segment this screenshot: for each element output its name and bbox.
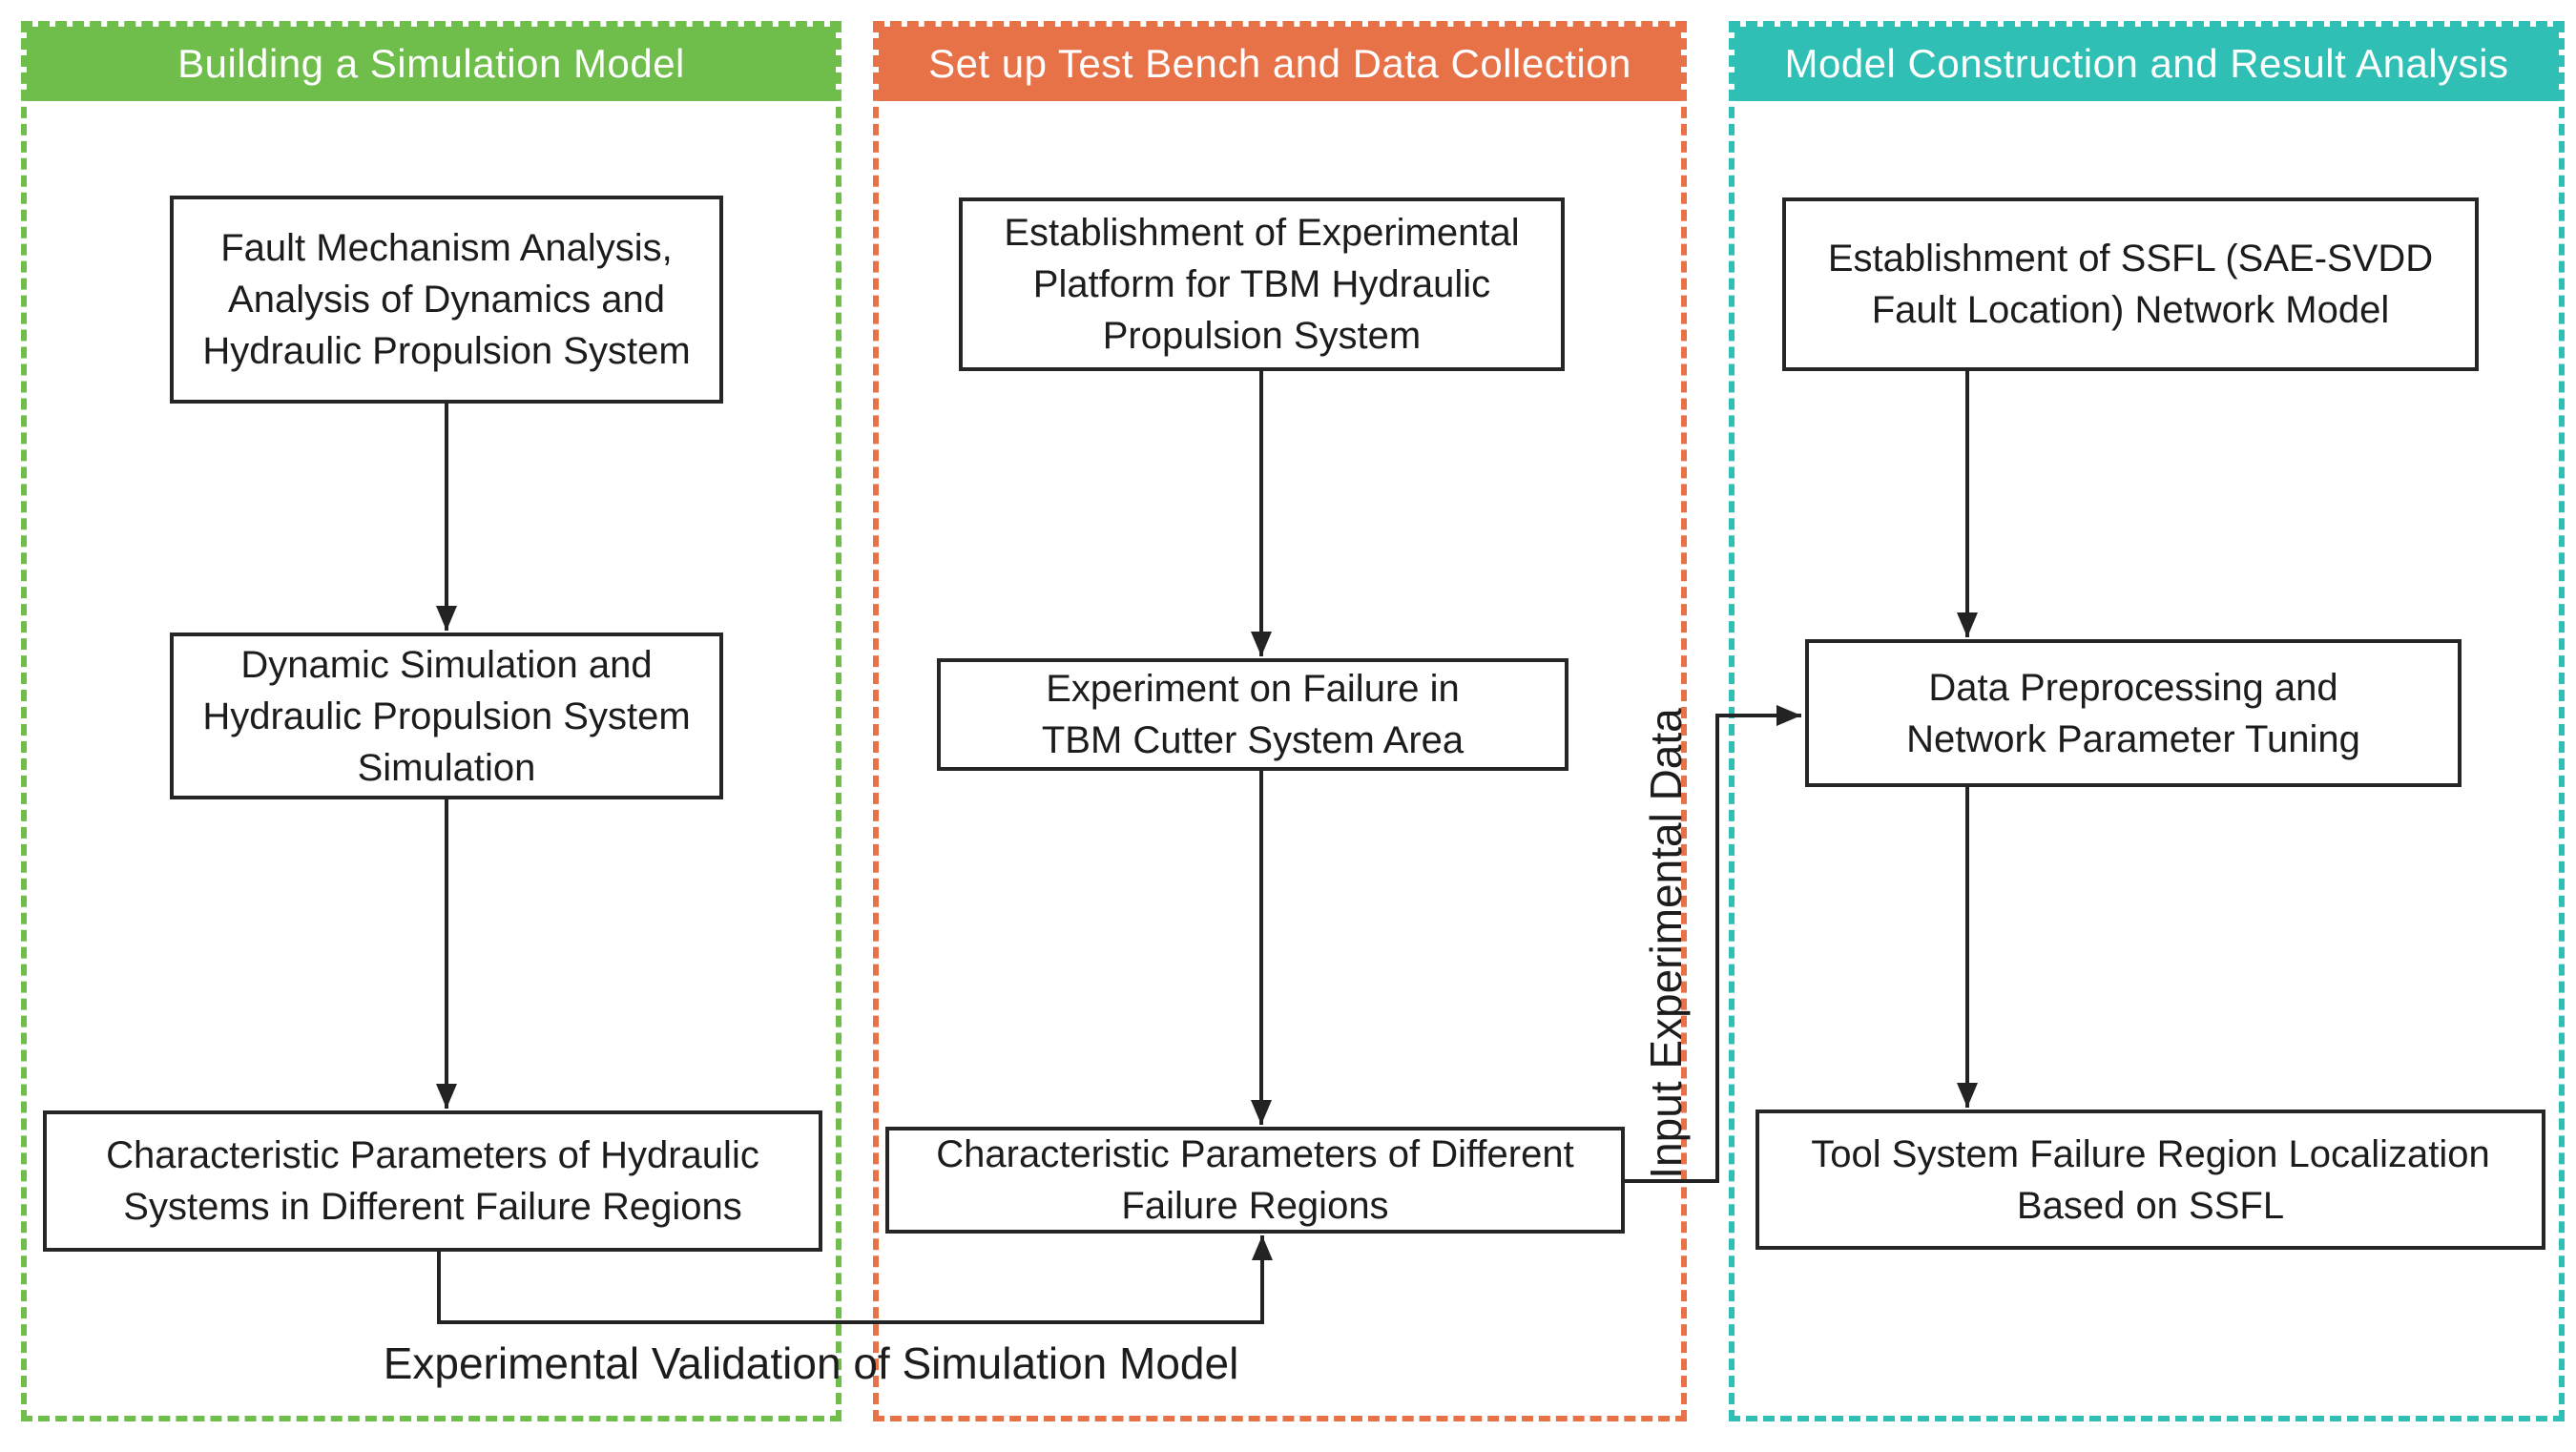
phase-3-title: Model Construction and Result Analysis bbox=[1784, 41, 2509, 86]
flow-box-failure-region-localization: Tool System Failure Region Localization … bbox=[1755, 1110, 2545, 1250]
flow-box-data-preprocessing: Data Preprocessing and Network Parameter… bbox=[1805, 639, 2462, 787]
phase-1-header-bar: Building a Simulation Model bbox=[27, 27, 836, 101]
label-experimental-validation: Experimental Validation of Simulation Mo… bbox=[383, 1338, 1239, 1388]
flow-box-characteristic-parameters-hydraulic: Characteristic Parameters of Hydraulic S… bbox=[43, 1110, 822, 1252]
flow-box-experimental-platform: Establishment of Experimental Platform f… bbox=[959, 197, 1565, 371]
phase-3-header-bar: Model Construction and Result Analysis bbox=[1735, 27, 2559, 101]
flow-box-dynamic-simulation: Dynamic Simulation and Hydraulic Propuls… bbox=[170, 633, 723, 799]
phase-2-header-bar: Set up Test Bench and Data Collection bbox=[879, 27, 1681, 101]
phase-column-model-construction-analysis: Model Construction and Result Analysis bbox=[1729, 21, 2565, 1421]
phase-column-test-bench-data-collection: Set up Test Bench and Data Collection bbox=[873, 21, 1687, 1421]
flow-box-fault-mechanism-analysis: Fault Mechanism Analysis, Analysis of Dy… bbox=[170, 196, 723, 404]
phase-1-title: Building a Simulation Model bbox=[177, 41, 685, 86]
phase-column-building-simulation-model: Building a Simulation Model bbox=[21, 21, 841, 1421]
flow-box-failure-experiment: Experiment on Failure in TBM Cutter Syst… bbox=[937, 658, 1568, 771]
label-input-experimental-data: Input Experimental Data bbox=[1641, 708, 1691, 1179]
flow-box-characteristic-parameters-failure-regions: Characteristic Parameters of Different F… bbox=[885, 1127, 1625, 1234]
flow-box-ssfl-network-model: Establishment of SSFL (SAE-SVDD Fault Lo… bbox=[1782, 197, 2479, 371]
phase-2-title: Set up Test Bench and Data Collection bbox=[928, 41, 1631, 86]
